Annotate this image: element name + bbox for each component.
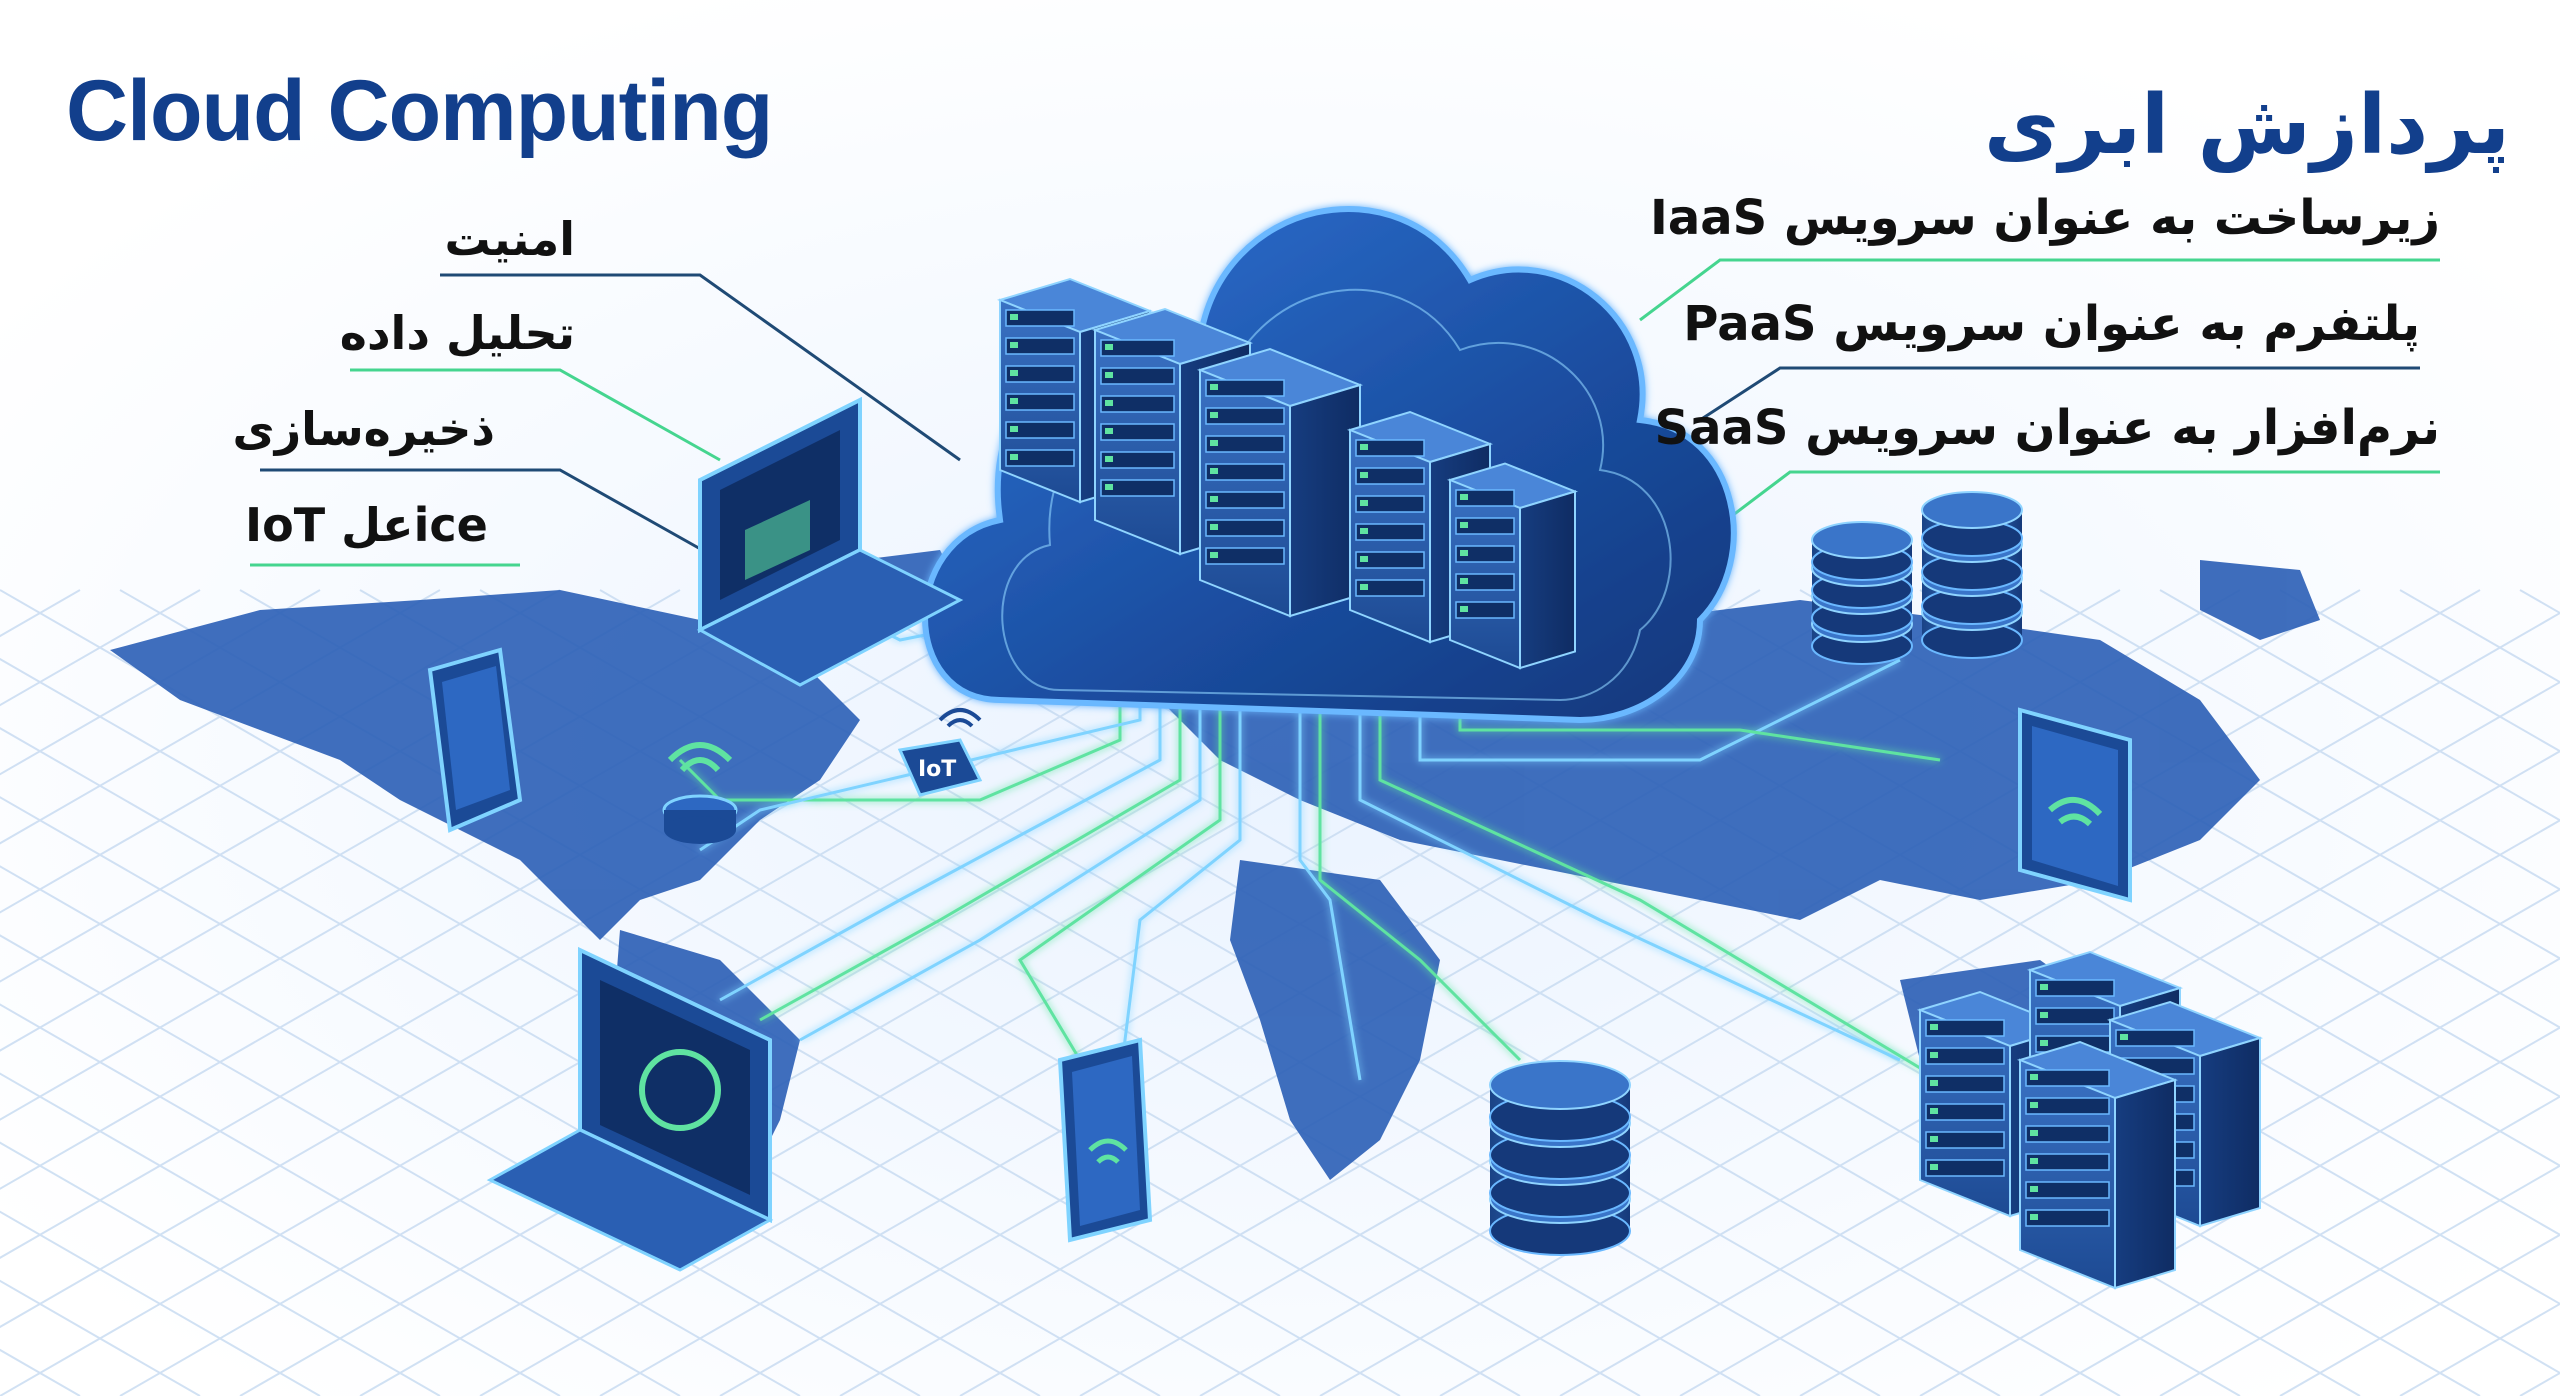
database-group: [1489, 491, 2023, 1256]
server-cluster: [1916, 950, 2264, 1290]
iot-tag-label: IoT: [918, 757, 956, 782]
laptop-icon: [696, 396, 964, 687]
database-icon: [1811, 521, 1913, 665]
label-iaas: زیرساخت به عنوان سرویس IaaS: [1649, 190, 2440, 246]
database-icon: [1921, 491, 2023, 659]
title-english: Cloud Computing: [66, 63, 773, 159]
left-label-lines: [250, 273, 961, 567]
laptop-icon: [486, 946, 774, 1272]
label-iot: IoT علice: [245, 498, 488, 552]
server-rack-icon: [2016, 1040, 2179, 1290]
smartphone-icon: [1057, 1037, 1153, 1243]
server-rack-icon: [1346, 410, 1494, 644]
label-data-analysis: تحلیل داده: [339, 306, 575, 360]
iot-device-icon: IoT: [897, 738, 983, 797]
smart-speaker-icon: [662, 742, 738, 844]
cloud-server-racks: [996, 277, 1579, 670]
tablet-icon: [2018, 707, 2132, 903]
smartphone-icon: [427, 647, 523, 833]
label-security: امنیت: [444, 212, 576, 266]
server-rack-icon: [1446, 462, 1579, 670]
database-icon: [1489, 1060, 1631, 1256]
wifi-icon: [938, 708, 982, 728]
title-persian: پردازش ابری: [1984, 78, 2510, 173]
label-paas: پلتفرم به عنوان سرویس PaaS: [1683, 296, 2420, 352]
label-saas: نرم‌افزار به عنوان سرویس SaaS: [1654, 400, 2440, 456]
label-storage: ذخیره‌سازی: [232, 402, 495, 456]
server-rack-icon: [1196, 347, 1364, 618]
